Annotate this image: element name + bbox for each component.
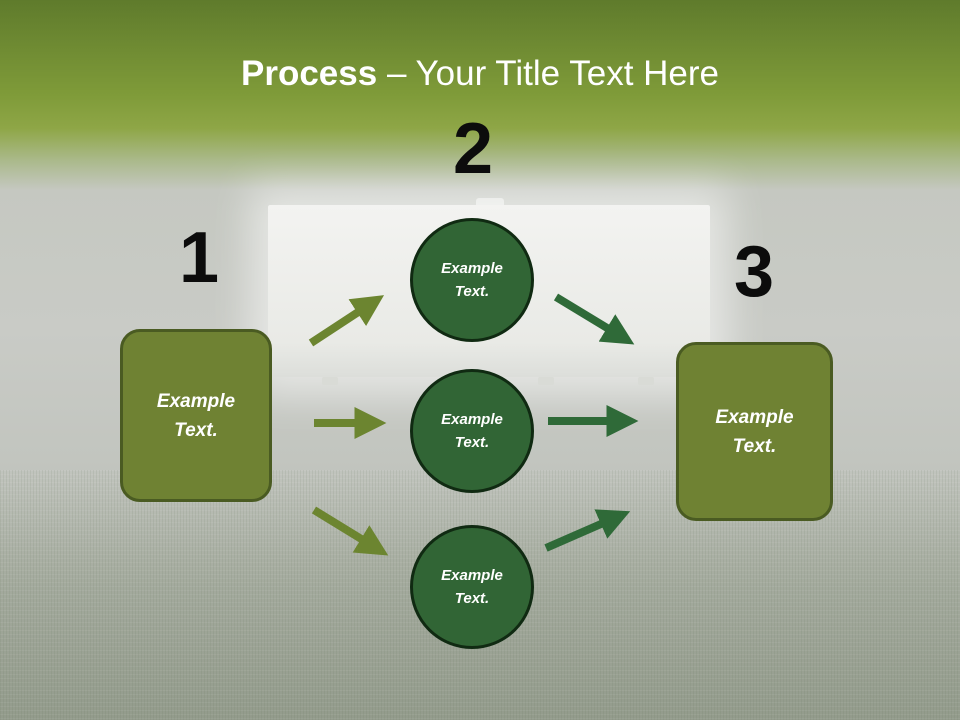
billboard-leg xyxy=(322,377,338,385)
circle-bottom: Example Text. xyxy=(410,525,534,649)
right-box: Example Text. xyxy=(676,342,833,521)
title-bold: Process xyxy=(241,54,378,93)
step-number-1: 1 xyxy=(178,218,220,298)
billboard-leg xyxy=(638,377,654,385)
left-box: Example Text. xyxy=(120,329,272,502)
circle-middle: Example Text. xyxy=(410,369,534,493)
right-box-label: Example Text. xyxy=(715,406,794,457)
billboard-lamp xyxy=(476,198,504,208)
arrow-top-to-right xyxy=(553,293,635,345)
step-number-2: 2 xyxy=(452,109,494,189)
slide-title: Process – Your Title Text Here xyxy=(0,52,960,96)
arrow-left-to-top xyxy=(308,295,385,347)
circle-top: Example Text. xyxy=(410,218,534,342)
circle-top-label: Example Text. xyxy=(441,260,503,300)
arrow-bottom-to-right xyxy=(544,509,631,552)
circle-middle-label: Example Text. xyxy=(441,411,503,451)
left-box-label: Example Text. xyxy=(156,390,236,441)
title-rest: – Your Title Text Here xyxy=(377,54,719,93)
circle-bottom-label: Example Text. xyxy=(441,567,503,607)
billboard-leg xyxy=(538,377,554,385)
arrow-left-to-bottom xyxy=(311,506,389,556)
step-number-3: 3 xyxy=(733,232,775,312)
